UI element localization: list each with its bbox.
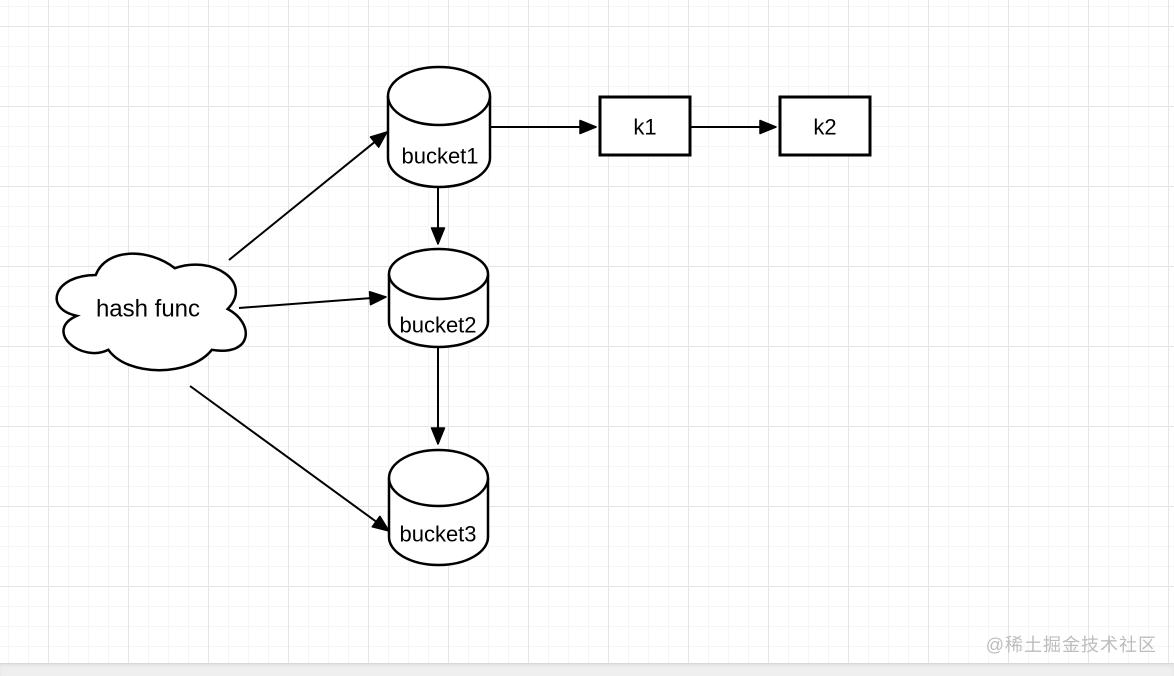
arrow-hashfunc-to-bucket3 [189,385,390,532]
bucket3-label: bucket3 [399,522,476,547]
k2-label: k2 [813,115,836,140]
cloud-shape [55,252,248,372]
arrow-hashfunc-to-bucket2 [238,290,387,309]
bucket2-label: bucket2 [399,313,476,338]
k1-node: k1 [598,95,692,157]
bucket1-label: bucket1 [401,144,478,169]
bucket1-cylinder: bucket1 [386,65,492,189]
arrow-hashfunc-to-bucket1 [228,131,388,261]
bucket3-cylinder: bucket3 [387,448,490,567]
k2-node: k2 [778,95,872,157]
bucket2-top [387,247,490,301]
bucket3-top [387,448,490,508]
bucket2-cylinder: bucket2 [387,247,490,349]
hash-func-label: hash func [96,296,200,323]
k1-label: k1 [633,115,656,140]
k2-box [778,95,872,157]
bucket1-top [386,65,492,127]
hash-func-cloud [55,252,248,372]
juejin-watermark: @稀土掘金技术社区 [985,635,1157,655]
k1-box [598,95,692,157]
page-bottom-edge [0,663,1174,676]
